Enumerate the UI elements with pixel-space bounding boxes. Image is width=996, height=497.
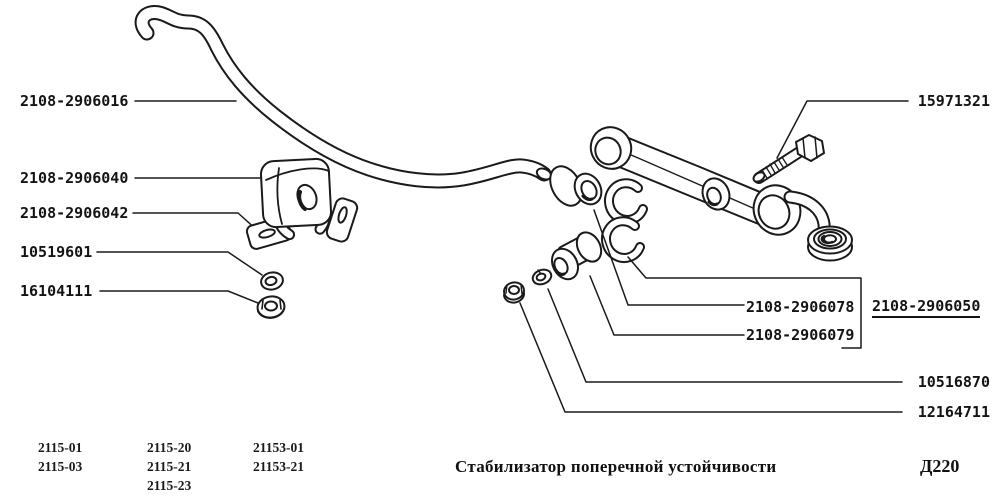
callout-nut-right: 12164711 <box>917 403 990 421</box>
callout-washer-right: 10516870 <box>917 373 990 391</box>
nut-left-drawing <box>256 295 286 319</box>
callout-casing: 2108-2906078 <box>746 298 855 316</box>
assembly-number: 2108-2906050 <box>872 297 981 318</box>
callout-nut-left: 16104111 <box>20 282 93 300</box>
washer-right-drawing <box>531 268 553 286</box>
model-list-column-1: 2115-01 2115-03 <box>38 438 82 476</box>
washer-left-drawing <box>260 271 284 291</box>
callout-bolt: 15971321 <box>917 92 990 110</box>
group-bracket <box>627 256 862 349</box>
bushing-flange-drawing <box>549 165 603 207</box>
model-code: 21153-01 <box>253 440 305 455</box>
figure-caption: Стабилизатор поперечной устойчивости <box>455 457 777 476</box>
control-arm-drawing <box>589 126 853 262</box>
callout-stabilizer-bar: 2108-2906016 <box>20 92 129 110</box>
sheet-code: Д220 <box>920 456 960 476</box>
callout-cushion: 2108-2906040 <box>20 169 129 187</box>
model-code: 2115-21 <box>147 459 192 474</box>
model-code: 2115-03 <box>38 459 83 474</box>
bolt-drawing <box>752 134 825 184</box>
leader-lines-left <box>96 100 263 304</box>
leader-lines-right <box>519 100 909 413</box>
callout-bushing: 2108-2906079 <box>746 326 855 344</box>
model-code: 2115-01 <box>38 440 83 455</box>
callout-bushing-assembly: 2108-2906050 <box>872 297 981 318</box>
nut-right-drawing <box>503 281 525 304</box>
stabilizer-bar-drawing <box>134 5 553 189</box>
cushion-drawing <box>259 157 333 229</box>
model-code: 2115-20 <box>147 440 192 455</box>
callout-bracket: 2108-2906042 <box>20 204 129 222</box>
casing-halves-drawing <box>601 178 648 263</box>
model-list-column-3: 21153-01 21153-21 <box>253 438 304 476</box>
model-code: 2115-23 <box>147 478 192 493</box>
callout-washer-left: 10519601 <box>20 243 93 261</box>
model-code: 21153-21 <box>253 459 305 474</box>
model-list-column-2: 2115-20 2115-21 2115-23 <box>147 438 191 495</box>
bushing-spool-drawing <box>551 231 603 281</box>
